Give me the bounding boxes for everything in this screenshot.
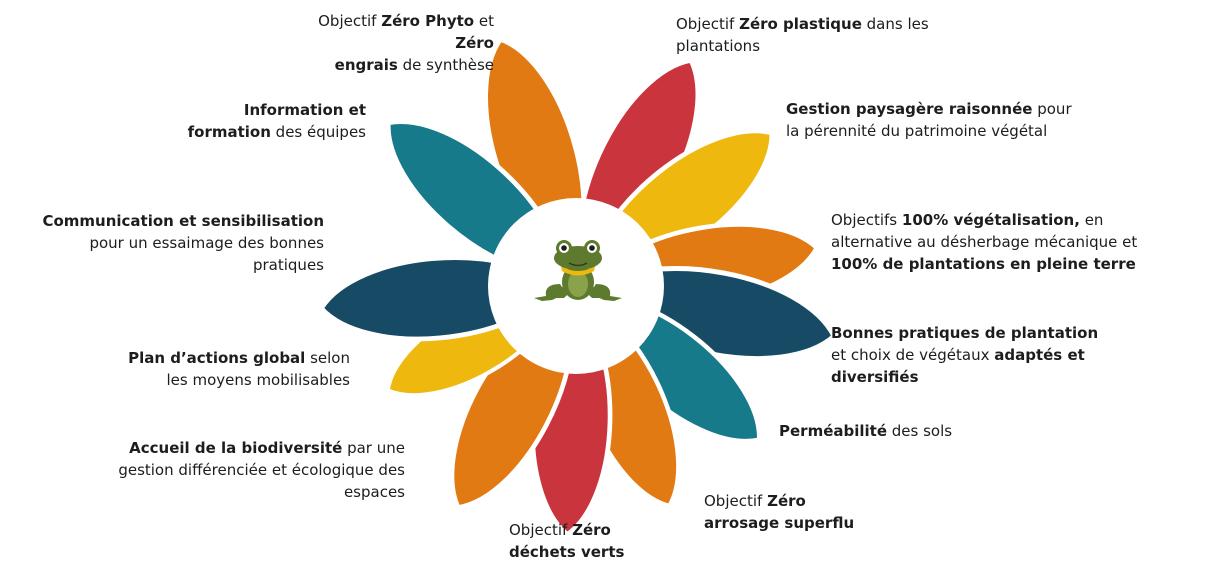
label-vegetalisation-text: en	[1079, 211, 1104, 229]
label-arrosage: Objectif Zéro arrosage superflu	[704, 490, 964, 534]
frog-collar	[561, 266, 595, 276]
label-plantation-bold: adaptés et	[994, 346, 1085, 364]
label-plantation-bold: Bonnes pratiques de plantation	[831, 324, 1099, 342]
label-biodiversite-text: gestion différenciée et écologique des	[118, 461, 405, 479]
label-vegetalisation-text: Objectifs	[831, 211, 902, 229]
label-biodiversite-text: espaces	[343, 483, 405, 501]
label-plastique-text: Objectif	[676, 15, 740, 33]
label-biodiversite-text: par une	[342, 439, 405, 457]
label-plastique-text: plantations	[676, 37, 761, 55]
label-engrais-bold: engrais	[334, 56, 398, 74]
label-engrais-text: Objectif	[318, 12, 382, 30]
label-permeabilite: Perméabilité des sols	[779, 420, 1039, 442]
label-biodiversite-bold: Accueil de la biodiversité	[129, 439, 343, 457]
label-information: Information et formation des équipes	[140, 99, 366, 143]
label-dechets-text: Objectif	[509, 521, 573, 539]
label-information-bold: Information et	[243, 101, 366, 119]
label-information-text: des équipes	[270, 123, 366, 141]
frog-icon	[534, 240, 622, 301]
label-plan-text: selon	[305, 349, 350, 367]
label-plan: Plan d’actions global selon les moyens m…	[60, 347, 350, 391]
label-permeabilite-text: des sols	[887, 422, 953, 440]
label-plan-bold: Plan d’actions global	[128, 349, 306, 367]
label-arrosage-bold: Zéro	[767, 492, 806, 510]
label-plastique: Objectif Zéro plastique dans les plantat…	[676, 13, 996, 57]
label-vegetalisation-text: alternative au désherbage mécanique et	[831, 233, 1138, 251]
label-vegetalisation-bold: 100% végétalisation,	[901, 211, 1080, 229]
frog-belly	[568, 271, 588, 297]
label-dechets-bold: Zéro	[572, 521, 611, 539]
label-engrais: Objectif Zéro Phyto et Zéro engrais de s…	[290, 10, 494, 76]
label-communication: Communication et sensibilisation pour un…	[4, 210, 324, 276]
label-biodiversite: Accueil de la biodiversité par une gesti…	[40, 437, 405, 503]
label-vegetalisation: Objectifs 100% végétalisation, en altern…	[831, 209, 1203, 275]
label-arrosage-bold: arrosage superflu	[704, 514, 855, 532]
label-communication-bold: Communication et sensibilisation	[42, 212, 324, 230]
label-engrais-text: et	[474, 12, 494, 30]
label-plantation: Bonnes pratiques de plantation et choix …	[831, 322, 1201, 388]
label-vegetalisation-bold: 100% de plantations en pleine terre	[831, 255, 1136, 273]
label-plastique-bold: Zéro plastique	[739, 15, 862, 33]
label-engrais-bold: Zéro	[455, 34, 494, 52]
label-plan-text: les moyens mobilisables	[166, 371, 350, 389]
label-paysagere-text: pour	[1032, 100, 1072, 118]
label-plantation-bold: diversifiés	[831, 368, 919, 386]
label-dechets: Objectif Zéro déchets verts	[509, 519, 709, 563]
label-information-bold: formation	[187, 123, 271, 141]
label-communication-text: pour un essaimage des bonnes	[89, 234, 324, 252]
label-dechets-bold: déchets verts	[509, 543, 625, 561]
label-communication-text: pratiques	[252, 256, 324, 274]
label-permeabilite-bold: Perméabilité	[779, 422, 887, 440]
label-paysagere-text: la pérennité du patrimoine végétal	[786, 122, 1048, 140]
label-paysagere: Gestion paysagère raisonnée pour la pére…	[786, 98, 1146, 142]
label-engrais-bold: Zéro Phyto	[381, 12, 475, 30]
label-plastique-text: dans les	[861, 15, 929, 33]
label-paysagere-bold: Gestion paysagère raisonnée	[786, 100, 1033, 118]
label-engrais-text: de synthèse	[397, 56, 494, 74]
label-arrosage-text: Objectif	[704, 492, 768, 510]
label-plantation-text: et choix de végétaux	[831, 346, 995, 364]
